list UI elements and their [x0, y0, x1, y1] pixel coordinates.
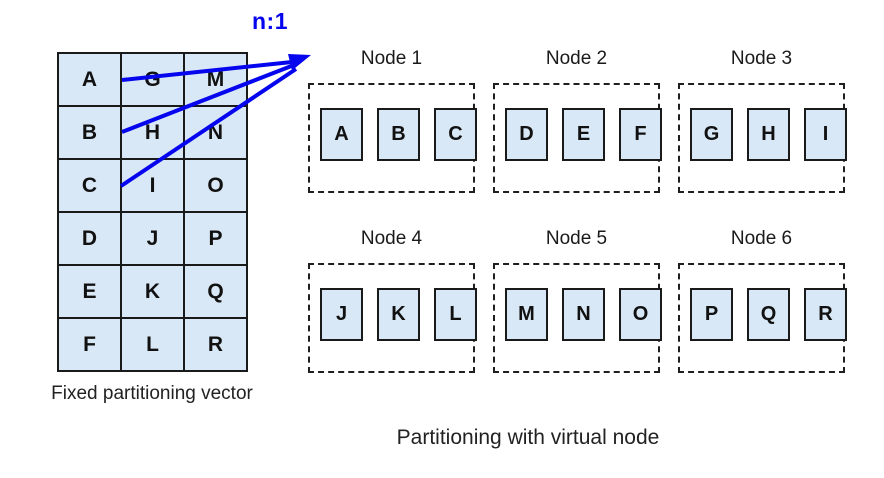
vector-cell-q: Q — [183, 264, 248, 319]
node-4-title: Node 4 — [360, 228, 423, 249]
vector-cell-f: F — [57, 317, 122, 372]
vector-cell-h: H — [120, 105, 185, 160]
vector-cell-j: J — [120, 211, 185, 266]
node-3-title: Node 3 — [730, 48, 793, 69]
vector-cell-k: K — [120, 264, 185, 319]
vector-cell-e: E — [57, 264, 122, 319]
node-cell-q: Q — [747, 288, 790, 341]
node-cell-g: G — [690, 108, 733, 161]
node-cell-p: P — [690, 288, 733, 341]
vector-cell-a: A — [57, 52, 122, 107]
node-2-title: Node 2 — [545, 48, 608, 69]
vector-cell-g: G — [120, 52, 185, 107]
vector-cell-m: M — [183, 52, 248, 107]
vector-cell-c: C — [57, 158, 122, 213]
node-5-title: Node 5 — [545, 228, 608, 249]
table-caption: Fixed partitioning vector — [51, 383, 253, 404]
vector-cell-n: N — [183, 105, 248, 160]
vector-cell-l: L — [120, 317, 185, 372]
node-cell-j: J — [320, 288, 363, 341]
mapping-ratio-label: n:1 — [252, 8, 288, 34]
node-cell-h: H — [747, 108, 790, 161]
vector-cell-b: B — [57, 105, 122, 160]
node-cell-f: F — [619, 108, 662, 161]
node-cell-n: N — [562, 288, 605, 341]
vector-cell-d: D — [57, 211, 122, 266]
node-cell-c: C — [434, 108, 477, 161]
node-cell-r: R — [804, 288, 847, 341]
vector-cell-p: P — [183, 211, 248, 266]
node-1-title: Node 1 — [360, 48, 423, 69]
diagram-caption: Partitioning with virtual node — [396, 426, 660, 449]
node-cell-m: M — [505, 288, 548, 341]
node-cell-e: E — [562, 108, 605, 161]
node-6-title: Node 6 — [730, 228, 793, 249]
vector-cell-i: I — [120, 158, 185, 213]
node-cell-o: O — [619, 288, 662, 341]
vector-cell-r: R — [183, 317, 248, 372]
node-cell-d: D — [505, 108, 548, 161]
vector-cell-o: O — [183, 158, 248, 213]
node-cell-l: L — [434, 288, 477, 341]
node-cell-a: A — [320, 108, 363, 161]
node-cell-k: K — [377, 288, 420, 341]
node-cell-i: I — [804, 108, 847, 161]
node-cell-b: B — [377, 108, 420, 161]
